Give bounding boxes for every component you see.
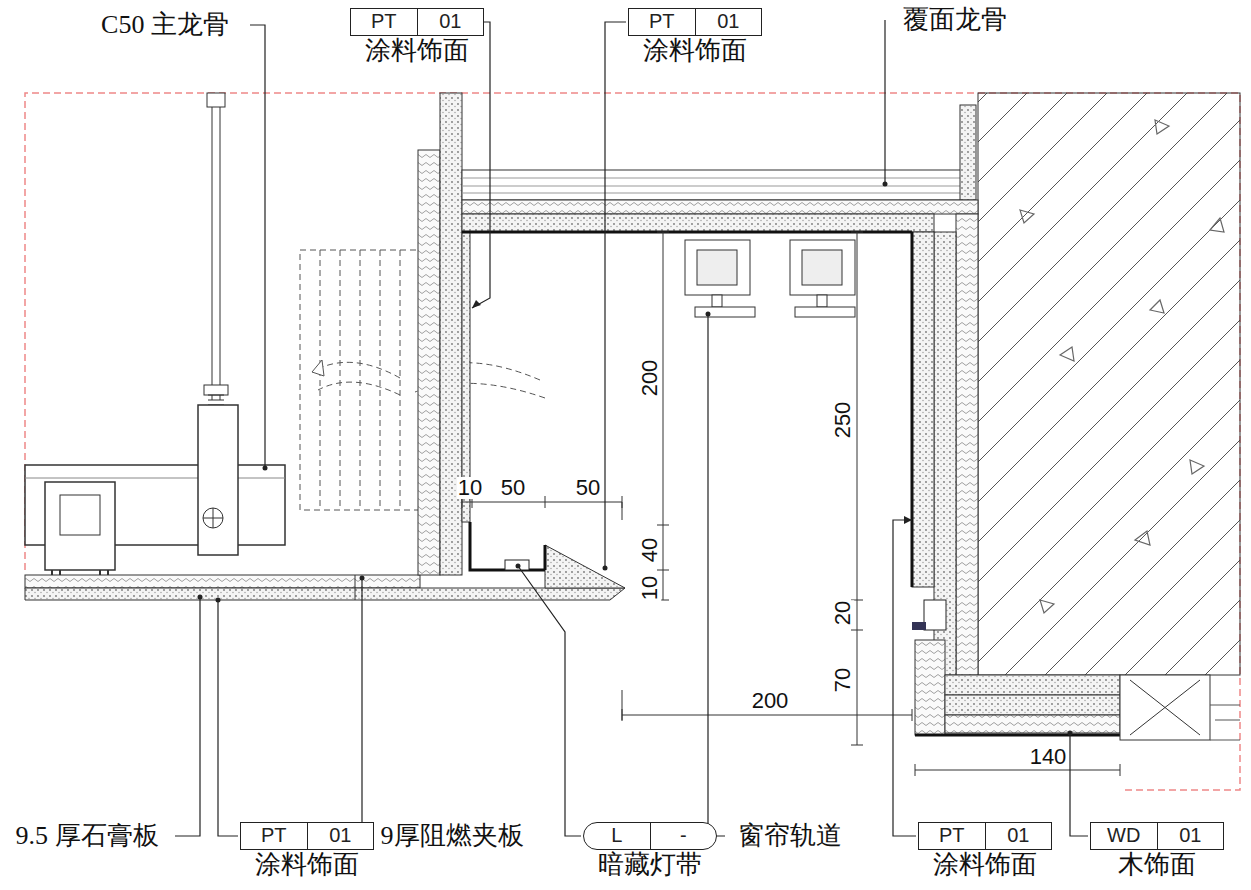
dimension: 40	[639, 537, 661, 563]
tag-code: 01	[986, 823, 1052, 849]
part-name: 9厚阻燃夹板	[381, 823, 524, 849]
dimension: 20	[832, 600, 854, 626]
tag-caption: 涂料饰面	[598, 36, 792, 66]
dimension: 50	[500, 477, 526, 499]
tag-code: 01	[696, 9, 762, 35]
light-tag: L-暗藏灯带	[583, 822, 717, 880]
tag-box: PT01	[918, 822, 1052, 850]
tag-box: PT01	[628, 8, 762, 36]
dimension: 140	[1029, 746, 1068, 768]
tag-code: L	[584, 823, 651, 849]
tag-caption: 暗藏灯带	[553, 850, 747, 880]
tag-box: PT01	[350, 8, 484, 36]
tag-caption: 涂料饰面	[888, 850, 1082, 880]
tag-code: 01	[308, 823, 374, 849]
tag-caption: 木饰面	[1060, 850, 1251, 880]
tag-caption: 涂料饰面	[210, 850, 404, 880]
dimension: 200	[639, 359, 661, 398]
part-name: C50 主龙骨	[101, 12, 229, 38]
tag-code: PT	[919, 823, 986, 849]
tag-code: PT	[241, 823, 308, 849]
tag-code: PT	[629, 9, 696, 35]
tag-code: -	[651, 823, 717, 849]
tag-caption: 涂料饰面	[320, 36, 514, 66]
dimension: 200	[751, 690, 790, 712]
tag-code: 01	[1158, 823, 1224, 849]
dimension: 70	[832, 667, 854, 693]
dimension: 250	[832, 401, 854, 440]
dimension: 10	[639, 575, 661, 601]
finish-tag: PT01涂料饰面	[240, 822, 374, 880]
tag-box: L-	[583, 822, 717, 850]
finish-tag: PT01涂料饰面	[628, 8, 762, 66]
part-name: 窗帘轨道	[738, 823, 842, 849]
dimension: 50	[575, 477, 601, 499]
finish-tag: PT01涂料饰面	[350, 8, 484, 66]
tag-code: 01	[418, 9, 484, 35]
tag-box: PT01	[240, 822, 374, 850]
finish-tag: WD01木饰面	[1090, 822, 1224, 880]
tag-code: PT	[351, 9, 418, 35]
part-name: 覆面龙骨	[903, 7, 1007, 33]
tag-box: WD01	[1090, 822, 1224, 850]
tag-code: WD	[1091, 823, 1158, 849]
dimension: 10	[457, 477, 483, 499]
part-name: 9.5 厚石膏板	[16, 823, 159, 849]
finish-tag: PT01涂料饰面	[918, 822, 1052, 880]
